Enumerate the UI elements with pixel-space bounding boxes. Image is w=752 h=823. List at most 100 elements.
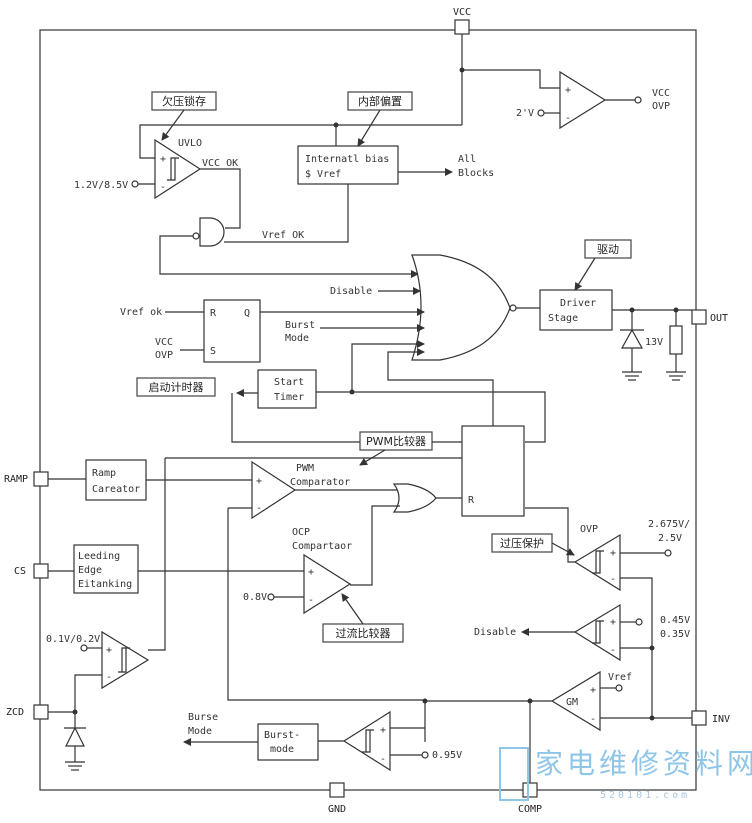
ocp-minus: - bbox=[308, 595, 314, 606]
uvlo-plus: + bbox=[160, 154, 166, 165]
zcd-comparator bbox=[101, 630, 150, 690]
rs-r: R bbox=[210, 308, 217, 319]
callout-pwm-text: PWM比较器 bbox=[366, 434, 426, 448]
rs-vcc-label: VCC bbox=[155, 337, 173, 348]
pin-gnd: GND bbox=[328, 782, 346, 815]
burst-mode-block bbox=[257, 723, 319, 761]
ocp-l2: Compartaor bbox=[292, 541, 352, 552]
main-nand-gate bbox=[411, 254, 511, 361]
vref-nand-gate bbox=[199, 217, 225, 247]
latch-r: R bbox=[468, 495, 475, 506]
disable-comparator bbox=[573, 603, 621, 662]
bias-label-1: Internatl bias bbox=[305, 154, 389, 165]
all-blocks-l1: All bbox=[458, 154, 476, 165]
pin-out-label: OUT bbox=[710, 313, 728, 324]
ramp-generator bbox=[85, 459, 147, 501]
rs-latch bbox=[203, 299, 261, 363]
uvlo-minus: - bbox=[160, 182, 166, 193]
burse-l1: Burse bbox=[188, 712, 218, 723]
burst-l2: Mode bbox=[285, 333, 309, 344]
vcc-ovp-out-l1: VCC bbox=[652, 88, 670, 99]
ovp-plus: + bbox=[610, 548, 616, 559]
vcc-ovp-comparator bbox=[559, 70, 607, 130]
callout-drive bbox=[584, 239, 632, 259]
uvlo-threshold: 1.2V/8.5V bbox=[74, 180, 128, 191]
gm-amplifier bbox=[550, 670, 601, 732]
zcd-minus: - bbox=[106, 672, 112, 683]
vcc-ovp-out-l2: OVP bbox=[652, 101, 670, 112]
pwm-l2: Comparator bbox=[290, 477, 350, 488]
dis-plus: + bbox=[610, 617, 616, 628]
bias-label-2: $ Vref bbox=[305, 169, 341, 180]
leb-l1: Leeding bbox=[78, 551, 120, 562]
ramp-l2: Careator bbox=[92, 484, 140, 495]
callout-ovp-text: 过压保护 bbox=[500, 536, 544, 550]
ovp-th-l2: 2.5V bbox=[658, 533, 682, 544]
driver-stage bbox=[539, 289, 613, 331]
ovp-label: OVP bbox=[580, 524, 598, 535]
dis-th-l1: 0.45V bbox=[660, 615, 690, 626]
vcc-ovp-minus: - bbox=[565, 113, 571, 124]
uvlo-out-label: VCC OK bbox=[202, 158, 238, 169]
pin-vcc-label: VCC bbox=[453, 7, 471, 18]
rs-q: Q bbox=[244, 308, 250, 319]
callout-drive-text: 驱动 bbox=[597, 243, 619, 256]
ocp-l1: OCP bbox=[292, 527, 310, 538]
ovp-minus: - bbox=[610, 574, 616, 585]
start-timer bbox=[257, 369, 317, 409]
gm-ref: Vref bbox=[608, 672, 632, 683]
burst-threshold: 0.95V bbox=[432, 750, 462, 761]
start-l2: Timer bbox=[274, 392, 304, 403]
burse-l2: Mode bbox=[188, 726, 212, 737]
zcd-plus: + bbox=[106, 645, 112, 656]
pwm-minus: - bbox=[256, 503, 262, 514]
rs-ovp-label: OVP bbox=[155, 350, 173, 361]
watermark-url: 520101.com bbox=[600, 790, 690, 801]
driver-l2: Stage bbox=[548, 313, 578, 324]
pin-zcd-label: ZCD bbox=[6, 707, 24, 718]
gm-label: GM bbox=[566, 697, 578, 708]
burst-box-l2: mode bbox=[270, 744, 294, 755]
dis-minus: - bbox=[610, 645, 616, 656]
pin-out: OUT bbox=[691, 309, 728, 325]
dis-th-l2: 0.35V bbox=[660, 629, 690, 640]
pin-cs-label: CS bbox=[14, 566, 26, 577]
burst-comparator bbox=[342, 710, 391, 772]
pin-inv: INV bbox=[691, 710, 730, 726]
start-l1: Start bbox=[274, 377, 304, 388]
callout-pwm bbox=[359, 431, 433, 451]
pwm-latch bbox=[461, 425, 525, 517]
pin-ramp: RAMP bbox=[4, 471, 49, 487]
leb-l3: Eitanking bbox=[78, 579, 132, 590]
callout-timer bbox=[136, 377, 216, 397]
pin-inv-label: INV bbox=[712, 714, 730, 725]
leb-block bbox=[73, 544, 139, 594]
ocp-plus: + bbox=[308, 567, 314, 578]
vcc-ovp-ref: 2'V bbox=[516, 108, 534, 119]
ramp-l1: Ramp bbox=[92, 468, 116, 479]
pin-gnd-label: GND bbox=[328, 804, 346, 815]
all-blocks-l2: Blocks bbox=[458, 168, 494, 179]
rs-vref-ok: Vref ok bbox=[120, 307, 162, 318]
vref-ok-label: Vref OK bbox=[262, 230, 304, 241]
internal-bias-block bbox=[297, 145, 399, 185]
pin-vcc: VCC bbox=[453, 7, 471, 35]
zcd-threshold: 0.1V/0.2V bbox=[46, 634, 100, 645]
callout-ocp-text: 过流比较器 bbox=[336, 626, 391, 640]
callout-timer-text: 启动计时器 bbox=[149, 381, 204, 394]
vcc-ovp-plus: + bbox=[565, 85, 571, 96]
pin-cs: CS bbox=[14, 563, 49, 579]
rs-s: S bbox=[210, 346, 216, 357]
leb-l2: Edge bbox=[78, 565, 102, 576]
callout-uvlo-text: 欠压锁存 bbox=[162, 94, 206, 108]
pin-ramp-label: RAMP bbox=[4, 474, 28, 485]
uvlo-comparator bbox=[154, 138, 202, 200]
gm-minus: - bbox=[590, 714, 596, 725]
watermark-logo bbox=[499, 747, 529, 801]
pwm-plus: + bbox=[256, 476, 262, 487]
burst-l1: Burst bbox=[285, 320, 315, 331]
pin-zcd: ZCD bbox=[6, 704, 49, 720]
pwm-l1: PWM bbox=[296, 463, 314, 474]
ocp-comparator bbox=[303, 553, 352, 615]
